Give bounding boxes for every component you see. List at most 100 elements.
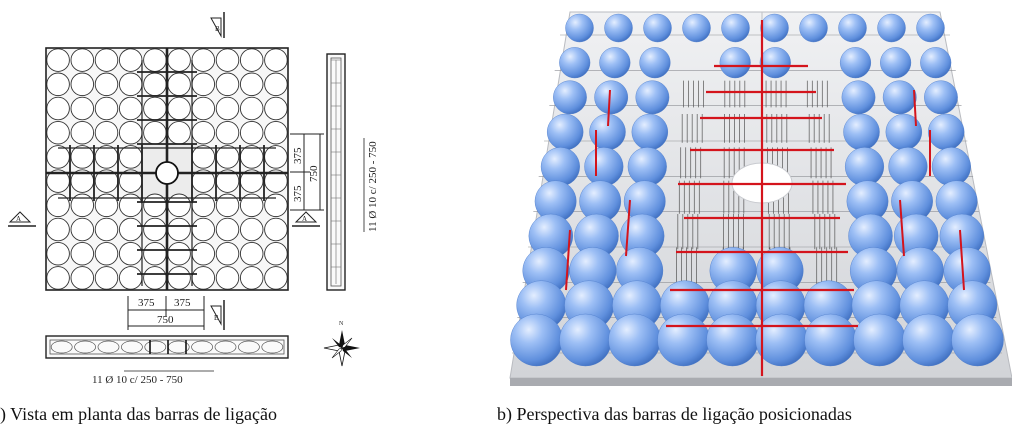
sphere-void-former	[599, 47, 631, 79]
void-former	[70, 266, 95, 290]
sphere-void-former	[639, 47, 671, 79]
void-former	[167, 193, 191, 218]
sphere-void-former	[594, 80, 629, 115]
section-label-b-top: B	[215, 25, 220, 33]
connection-bar-red	[607, 89, 611, 127]
void-former	[46, 217, 70, 242]
strip-void	[214, 340, 237, 354]
void-former	[264, 120, 288, 145]
plan-view-drawing: B A A B 375 375 750 375 375 750	[8, 12, 379, 386]
sphere-void-former	[924, 80, 958, 115]
plan-slab	[45, 47, 289, 291]
void-former	[70, 217, 95, 242]
sphere-void-former	[604, 13, 633, 43]
void-former	[215, 217, 240, 242]
north-arrow-icon	[323, 330, 360, 367]
sphere-void-former	[951, 313, 1004, 367]
sphere-void-former	[843, 113, 880, 151]
void-former	[264, 266, 288, 290]
void-former	[143, 48, 167, 72]
sphere-void-former	[631, 113, 669, 151]
sphere-void-former	[877, 13, 906, 43]
void-former	[94, 241, 119, 266]
sphere-void-former	[553, 80, 587, 115]
sphere-void-former	[844, 147, 885, 187]
void-former	[264, 145, 288, 169]
void-former	[46, 72, 70, 97]
sphere-void-former	[931, 147, 971, 187]
void-former	[143, 266, 167, 290]
sphere-void-former	[559, 313, 612, 367]
sphere-void-former	[760, 13, 789, 43]
strip-void	[144, 340, 167, 354]
void-former	[70, 48, 95, 72]
void-former	[70, 72, 95, 97]
void-former	[167, 266, 191, 290]
section-label-b-bottom: B	[214, 314, 219, 322]
sphere-void-former	[719, 47, 751, 79]
void-former	[167, 217, 191, 242]
void-former	[264, 193, 288, 218]
dim-label-vertical-total: 750	[308, 165, 320, 182]
sphere-void-former	[546, 113, 584, 151]
void-former	[215, 96, 240, 121]
void-former	[70, 193, 95, 218]
void-former	[143, 72, 167, 97]
section-marker-a-left: A	[8, 211, 36, 227]
void-former	[191, 48, 216, 72]
connection-bar-red	[565, 229, 571, 291]
void-former	[215, 145, 240, 169]
sphere-void-former	[635, 80, 670, 115]
strip-void	[191, 340, 213, 354]
void-former	[239, 217, 264, 242]
void-former	[239, 120, 264, 145]
void-former	[239, 193, 264, 218]
void-former	[167, 120, 191, 145]
void-former	[70, 120, 95, 145]
void-former	[264, 241, 288, 266]
void-former	[191, 217, 216, 242]
sphere-void-former	[643, 13, 672, 43]
sphere-void-former	[920, 47, 952, 79]
section-label-a-left: A	[16, 215, 21, 223]
section-marker-a-right: A	[292, 211, 320, 227]
dim-label-right: 375	[174, 297, 191, 309]
sphere-void-former	[888, 147, 928, 187]
void-former	[239, 96, 264, 121]
void-former	[191, 266, 216, 290]
sphere-void-former	[916, 13, 945, 43]
dim-label-left: 375	[138, 297, 155, 309]
dim-label-upper: 375	[292, 147, 304, 164]
central-opening	[155, 161, 179, 185]
sphere-void-former	[882, 80, 917, 115]
void-former	[70, 145, 95, 169]
void-former	[143, 120, 167, 145]
sphere-void-former	[721, 13, 750, 43]
void-former	[94, 120, 119, 145]
void-former	[143, 96, 167, 121]
sphere-void-former	[706, 313, 759, 367]
strip-void	[121, 340, 143, 354]
sphere-void-former	[584, 147, 624, 187]
dim-label-total: 750	[157, 314, 174, 326]
void-former	[70, 241, 95, 266]
slab-edge	[510, 378, 1012, 386]
section-label-a-right: A	[302, 215, 307, 223]
void-former	[239, 145, 264, 169]
void-former	[46, 241, 70, 266]
void-former	[143, 241, 167, 266]
strip-void	[50, 340, 73, 354]
north-label: N	[339, 321, 344, 327]
sphere-void-former	[804, 313, 857, 367]
rebar-note-vertical: 11 Ø 10 c/ 250 - 750	[367, 141, 379, 232]
void-former	[264, 217, 288, 242]
void-former	[94, 217, 119, 242]
void-former	[191, 193, 216, 218]
void-former	[167, 48, 191, 72]
void-former	[118, 48, 143, 72]
sphere-void-former	[510, 313, 563, 367]
strip-void	[261, 340, 284, 354]
sphere-void-former	[682, 13, 711, 43]
void-former	[215, 266, 240, 290]
rebar-note-horizontal: 11 Ø 10 c/ 250 - 750	[92, 374, 183, 386]
